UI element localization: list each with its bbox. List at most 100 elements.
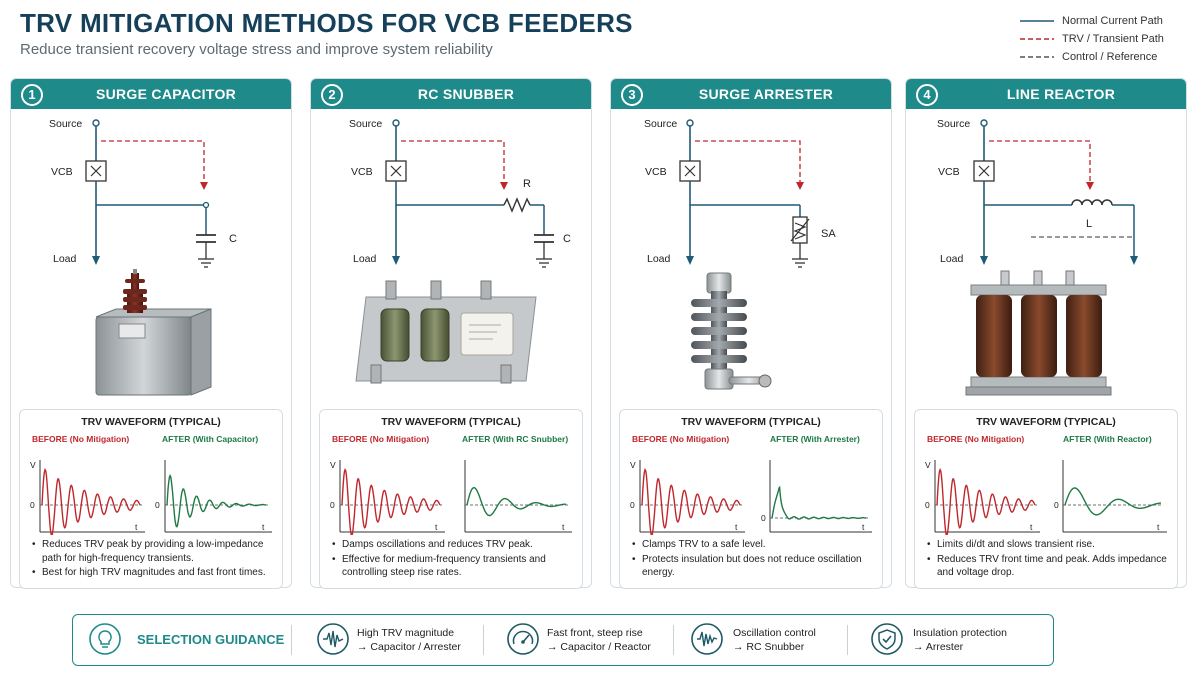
component-label: R: [523, 178, 531, 190]
waveform-title: TRV WAVEFORM (TYPICAL): [381, 416, 521, 428]
load-label: Load: [353, 253, 377, 265]
waveform-panel: TRV WAVEFORM (TYPICAL) BEFORE (No Mitiga…: [319, 409, 583, 589]
trv-path: [101, 140, 205, 183]
component-label: C: [563, 233, 571, 245]
before-label: BEFORE (No Mitigation): [632, 434, 729, 444]
circuit-diagram: Source VCB Load L: [937, 118, 1138, 265]
trv-arrow: [200, 182, 208, 190]
circuit-diagram: Source VCB Load C: [49, 118, 237, 268]
panel-number: 3: [621, 84, 643, 106]
rc-snubber-unit-image: [355, 280, 537, 384]
source-label: Source: [937, 118, 970, 130]
zero-label: 0: [1054, 500, 1059, 510]
capacitor-unit-image: [95, 269, 212, 396]
bullet-list: •Limits di/dt and slows transient rise. …: [927, 538, 1172, 581]
guidance-label: SELECTION GUIDANCE: [137, 632, 285, 647]
before-waveform: [641, 468, 741, 535]
bullet-item: •Reduces TRV front time and peak. Adds i…: [927, 553, 1167, 579]
vcb-label: VCB: [51, 166, 73, 178]
before-waveform: [341, 468, 441, 535]
bullet-item: •Reduces TRV peak by providing a low-imp…: [32, 539, 264, 564]
load-label: Load: [53, 253, 77, 265]
gauge-icon: [507, 623, 539, 655]
bullet-item: •Effective for medium-frequency transien…: [332, 553, 546, 579]
resistor-symbol: [503, 197, 531, 213]
inductor-symbol: [1071, 199, 1113, 206]
legend-item-control: Control / Reference: [1020, 48, 1164, 66]
panel-title: SURGE ARRESTER: [698, 86, 834, 102]
after-label: AFTER (With RC Snubber): [462, 434, 568, 444]
zero-label: 0: [155, 500, 160, 510]
panel-header: 1 SURGE CAPACITOR: [11, 79, 291, 109]
after-waveform: [166, 473, 267, 528]
component-label: C: [229, 233, 237, 245]
legend: Normal Current Path TRV / Transient Path…: [1020, 12, 1164, 66]
panel-title: SURGE CAPACITOR: [95, 86, 237, 102]
v-axis-label: V: [30, 460, 36, 470]
divider: [483, 625, 484, 655]
t-axis-label: t: [735, 522, 738, 532]
panel-surge-arrester: 3 SURGE ARRESTER Source VCB Load SA: [610, 78, 892, 589]
page-title: TRV MITIGATION METHODS FOR VCB FEEDERS: [20, 8, 633, 38]
after-label: AFTER (With Capacitor): [162, 434, 258, 444]
divider: [291, 625, 292, 655]
panel-header: 2 RC SNUBBER: [311, 79, 591, 109]
circuit-diagram: Source VCB Load SA: [644, 118, 836, 268]
legend-label: TRV / Transient Path: [1062, 33, 1164, 45]
bullet-item: •Damps oscillations and reduces TRV peak…: [332, 539, 533, 550]
panel-line-reactor: 4 LINE REACTOR Source VCB Load L: [905, 78, 1187, 589]
panel-header: 4 LINE REACTOR: [906, 79, 1186, 109]
page-subtitle: Reduce transient recovery voltage stress…: [20, 41, 493, 58]
guidance-item: Insulation protection→ Arrester: [913, 627, 1007, 653]
waveform-panel: TRV WAVEFORM (TYPICAL) BEFORE (No Mitiga…: [619, 409, 883, 589]
legend-item-normal: Normal Current Path: [1020, 12, 1164, 30]
bullet-item: •Best for high TRV magnitudes and fast f…: [32, 567, 266, 578]
before-waveform: [41, 468, 141, 535]
zero-label: 0: [330, 500, 335, 510]
source-label: Source: [644, 118, 677, 130]
guidance-item: High TRV magnitude→ Capacitor / Arrester: [357, 627, 461, 653]
zero-label: 0: [761, 513, 766, 523]
guidance-item: Fast front, steep rise→ Capacitor / Reac…: [547, 627, 651, 653]
panel-number: 2: [321, 84, 343, 106]
waveform-panel: TRV WAVEFORM (TYPICAL) BEFORE (No Mitiga…: [19, 409, 283, 589]
bullet-list: •Clamps TRV to a safe level. •Protects i…: [632, 538, 877, 581]
bullet-item: •Limits di/dt and slows transient rise.: [927, 539, 1095, 550]
source-label: Source: [349, 118, 382, 130]
oscillation-icon: [691, 623, 723, 655]
panel-surge-capacitor: 1 SURGE CAPACITOR Source VCB Load C: [10, 78, 292, 589]
trv-path: [695, 140, 801, 183]
bullet-list: •Damps oscillations and reduces TRV peak…: [332, 538, 577, 581]
component-label: L: [1086, 218, 1092, 230]
waveform-title: TRV WAVEFORM (TYPICAL): [681, 416, 821, 428]
waveform-chart: BEFORE (No Mitigation) AFTER (With RC Sn…: [330, 434, 572, 535]
guidance-item: Oscillation control→ RC Snubber: [733, 627, 816, 653]
circuit-diagram: Source VCB Load R C: [349, 118, 571, 268]
selection-guidance-bar: SELECTION GUIDANCE High TRV magnitude→ C…: [72, 614, 1054, 666]
before-label: BEFORE (No Mitigation): [927, 434, 1024, 444]
vcb-label: VCB: [351, 166, 373, 178]
panel-header: 3 SURGE ARRESTER: [611, 79, 891, 109]
trv-path: [401, 140, 505, 183]
panel-number: 4: [916, 84, 938, 106]
divider: [673, 625, 674, 655]
legend-item-trv: TRV / Transient Path: [1020, 30, 1164, 48]
legend-label: Control / Reference: [1062, 51, 1158, 63]
t-axis-label: t: [562, 522, 565, 532]
t-axis-label: t: [1030, 522, 1033, 532]
v-axis-label: V: [330, 460, 336, 470]
load-label: Load: [940, 253, 964, 265]
after-waveform: [1064, 487, 1161, 516]
load-arrow: [92, 256, 100, 265]
zero-label: 0: [925, 500, 930, 510]
panel-rc-snubber: 2 RC SNUBBER Source VCB Load R C: [310, 78, 592, 589]
after-waveform: [771, 485, 867, 520]
panel-title: LINE REACTOR: [1006, 86, 1116, 102]
waveform-chart: BEFORE (No Mitigation) AFTER (With Arres…: [630, 434, 872, 535]
waveform-chart: BEFORE (No Mitigation) AFTER (With Capac…: [30, 434, 272, 535]
vcb-label: VCB: [938, 166, 960, 178]
reactor-unit-image: [965, 270, 1112, 396]
waveform-title: TRV WAVEFORM (TYPICAL): [81, 416, 221, 428]
after-label: AFTER (With Arrester): [770, 434, 860, 444]
t-axis-label: t: [1157, 522, 1160, 532]
